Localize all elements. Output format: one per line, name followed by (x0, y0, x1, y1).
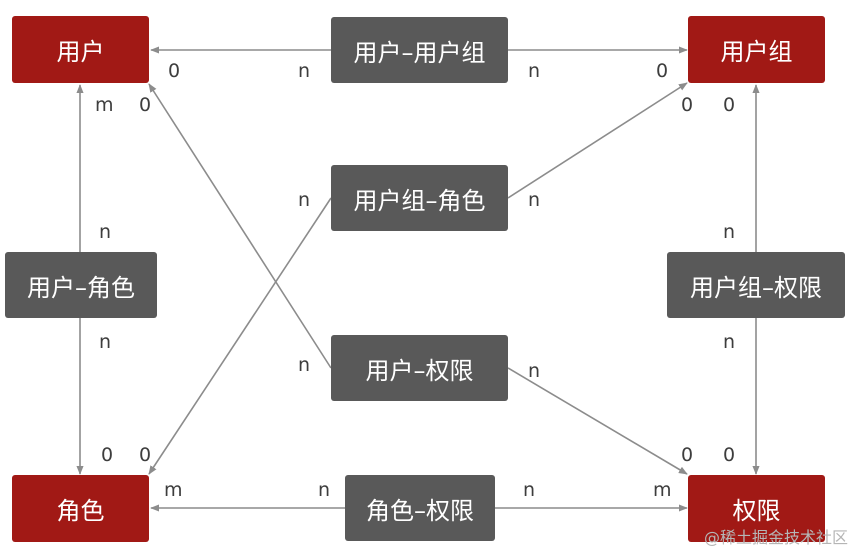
mult-usergroup-role-n-right: n (528, 189, 541, 211)
watermark: @稀土掘金技术社区 (703, 528, 848, 547)
edge-usergroup-role-to-usergroup (507, 82, 688, 199)
mult-user-role-n-bottom: n (99, 331, 112, 353)
relation-user-usergroup[interactable]: 用户–用户组 (331, 17, 508, 83)
mult-role-top-zero-a: 0 (101, 444, 114, 466)
relation-user-permission-label: 用户–权限 (365, 356, 474, 385)
mult-role-top-zero-b: 0 (139, 444, 152, 466)
relation-user-role-label: 用户–角色 (27, 273, 135, 302)
relation-usergroup-role[interactable]: 用户组–角色 (331, 165, 508, 231)
mult-perm-top-zero-a: 0 (681, 444, 694, 466)
relation-role-permission[interactable]: 角色–权限 (345, 475, 495, 541)
edge-user-perm-to-user (148, 83, 332, 369)
mult-usergroup-bottom-zero-b: 0 (723, 94, 736, 116)
relation-user-role[interactable]: 用户–角色 (5, 252, 157, 318)
mult-user-bottom-m: m (95, 94, 114, 116)
relation-role-permission-label: 角色–权限 (366, 496, 474, 525)
mult-user-top-zero: 0 (168, 60, 181, 82)
entity-user[interactable]: 用户 (12, 16, 149, 83)
mult-user-role-n-top: n (99, 221, 112, 243)
relation-user-usergroup-label: 用户–用户组 (353, 38, 486, 67)
entity-permission[interactable]: 权限 (688, 475, 825, 542)
mult-role-perm-n-right: n (523, 479, 536, 501)
mult-user-usergroup-n-right: n (528, 60, 541, 82)
mult-perm-side-m: m (653, 479, 672, 501)
mult-usergroup-top-zero: 0 (656, 60, 669, 82)
relation-usergroup-permission[interactable]: 用户组–权限 (667, 252, 845, 318)
mult-usergroup-perm-n-bottom: n (723, 331, 736, 353)
entity-role[interactable]: 角色 (12, 475, 149, 542)
relation-user-permission[interactable]: 用户–权限 (331, 335, 508, 401)
entity-permission-label: 权限 (732, 497, 781, 525)
relation-usergroup-permission-label: 用户组–权限 (690, 273, 822, 302)
edge-usergroup-role-to-role (148, 197, 332, 475)
mult-user-perm-n-right: n (528, 360, 541, 382)
edge-user-perm-to-perm (507, 367, 688, 475)
mult-user-perm-n-left: n (298, 354, 311, 376)
entity-user-group[interactable]: 用户组 (688, 16, 825, 83)
mult-perm-top-zero-b: 0 (723, 444, 736, 466)
mult-user-bottom-zero: 0 (139, 94, 152, 116)
mult-usergroup-role-n-left: n (298, 189, 311, 211)
relation-usergroup-role-label: 用户组–角色 (353, 186, 486, 215)
mult-role-side-m: m (164, 479, 183, 501)
mult-usergroup-bottom-zero-a: 0 (681, 94, 694, 116)
mult-role-perm-n-left: n (318, 479, 331, 501)
mult-user-usergroup-n-left: n (298, 60, 311, 82)
mult-usergroup-perm-n-top: n (723, 221, 736, 243)
entity-role-label: 角色 (56, 497, 105, 525)
entity-user-label: 用户 (56, 38, 105, 66)
entity-user-group-label: 用户组 (720, 38, 793, 66)
